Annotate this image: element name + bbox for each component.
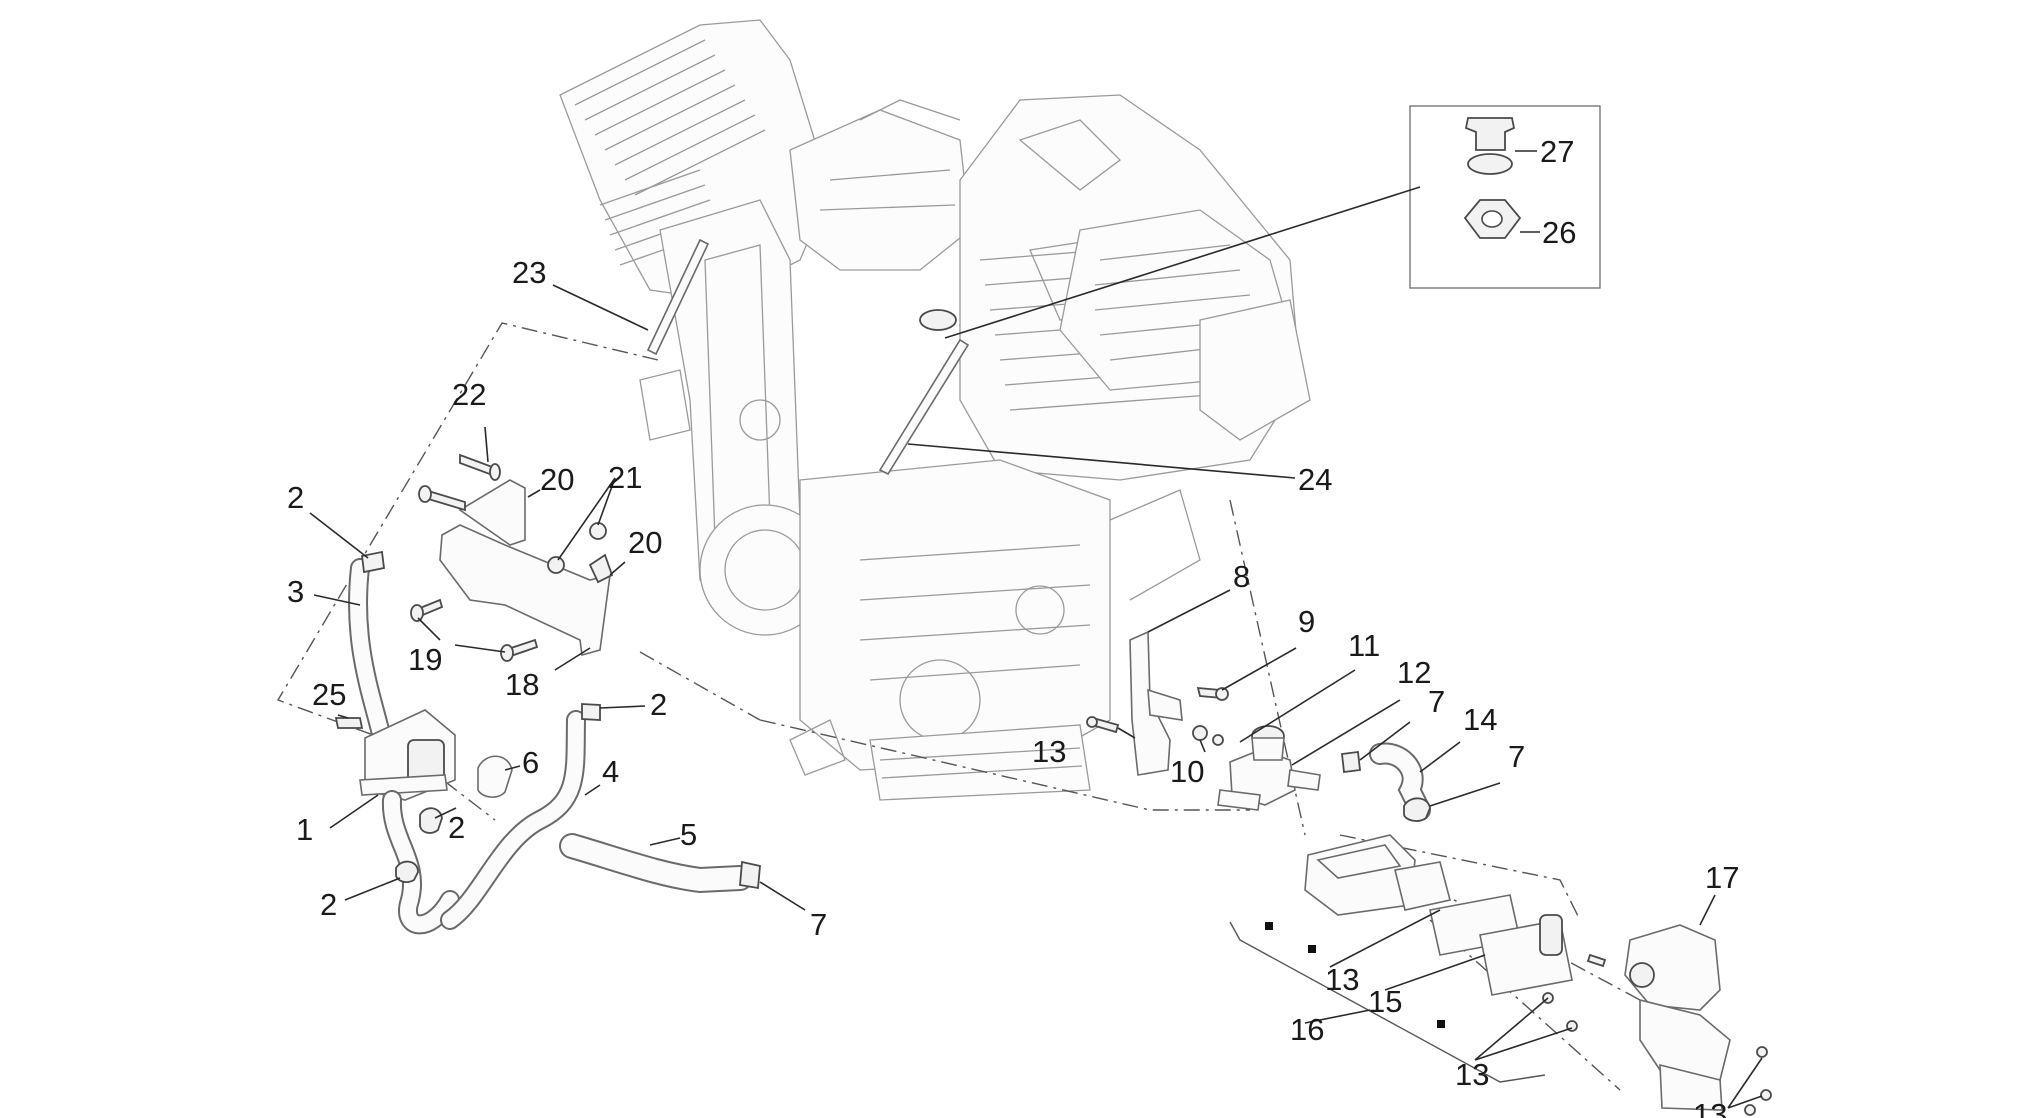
label-6: 6 (522, 745, 539, 780)
bracket-18-part (439, 524, 611, 657)
label-11: 11 (1348, 628, 1380, 663)
valve-1-part (359, 709, 456, 801)
label-18: 18 (505, 667, 539, 702)
callout-labels: 1 2 2 2 2 3 4 5 6 7 7 7 8 9 10 11 12 13 … (287, 134, 1739, 1118)
label-4: 4 (602, 754, 619, 789)
label-2-a: 2 (287, 480, 304, 515)
label-13-a: 13 (1032, 734, 1066, 769)
clamp-6-part (477, 755, 513, 798)
label-26: 26 (1542, 215, 1576, 250)
kit-marker-square-a (1265, 922, 1273, 930)
label-2-c: 2 (448, 810, 465, 845)
kit-marker-square-b (1308, 945, 1316, 953)
clip-20-part (588, 553, 614, 584)
nut-21b-part (547, 556, 565, 574)
plate-15-part (1394, 861, 1573, 996)
housing-16-part (1304, 834, 1416, 916)
label-20-a: 20 (540, 462, 574, 497)
label-9: 9 (1298, 604, 1315, 639)
label-25: 25 (312, 677, 346, 712)
label-23: 23 (512, 255, 546, 290)
pin-24-part (878, 338, 970, 476)
label-27: 27 (1540, 134, 1574, 169)
left-parts (334, 238, 970, 935)
pin-23-part (646, 238, 710, 356)
label-5: 5 (680, 817, 697, 852)
label-15: 15 (1368, 984, 1402, 1019)
cover-17-part (1624, 924, 1731, 1111)
label-17: 17 (1705, 860, 1739, 895)
label-24: 24 (1298, 462, 1332, 497)
bracket-20-part (458, 479, 526, 546)
label-16: 16 (1290, 1012, 1324, 1047)
label-1: 1 (296, 812, 313, 847)
label-7-c: 7 (1508, 739, 1525, 774)
nut-10-part (1192, 725, 1208, 741)
label-20-b: 20 (628, 525, 662, 560)
inset-box (1409, 105, 1601, 289)
bolt-27-part (1464, 117, 1516, 175)
label-2-b: 2 (320, 887, 337, 922)
label-10: 10 (1170, 754, 1204, 789)
nut-26-part (1463, 199, 1522, 239)
label-13-c: 13 (1455, 1057, 1489, 1092)
label-8: 8 (1233, 559, 1250, 594)
engine-block (559, 19, 1311, 801)
label-12: 12 (1397, 655, 1431, 690)
label-21: 21 (608, 460, 642, 495)
label-14: 14 (1463, 702, 1497, 737)
kit-marker-square-c (1437, 1020, 1445, 1028)
nut-21a-part (589, 522, 607, 540)
label-7-b: 7 (1428, 684, 1445, 719)
label-19: 19 (408, 642, 442, 677)
right-parts (1086, 630, 1772, 1116)
label-22: 22 (452, 377, 486, 412)
label-7-a: 7 (810, 907, 827, 942)
pin-25-part (334, 717, 364, 729)
label-13-b: 13 (1325, 962, 1359, 997)
label-13-d: 13 (1693, 1097, 1727, 1118)
label-3: 3 (287, 574, 304, 609)
leader-lines (309, 150, 1763, 1109)
label-2-d: 2 (650, 687, 667, 722)
valve-11-part (1217, 725, 1321, 811)
